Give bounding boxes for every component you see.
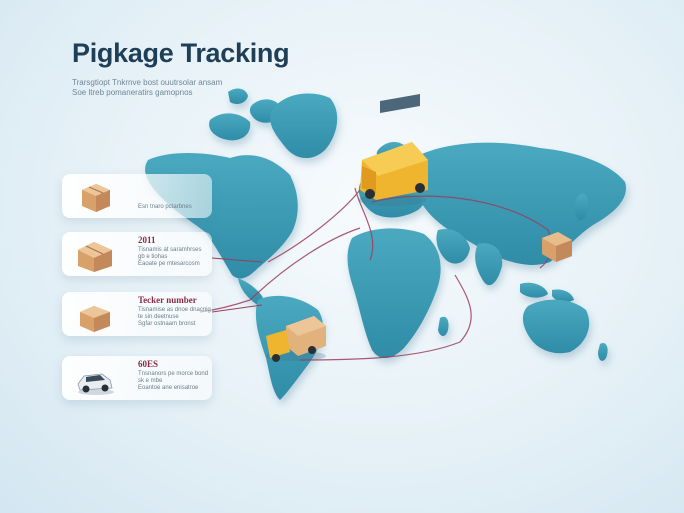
package-icon — [82, 184, 110, 212]
card-heading: 60ES — [138, 359, 159, 369]
card-text: sk e mbe — [138, 378, 163, 384]
card-connectors — [211, 257, 263, 313]
card-text: te sin deetnuse — [138, 314, 179, 320]
route-lines — [199, 187, 552, 361]
route-line — [299, 274, 472, 361]
card-text: Esn tnaro pctarbnes — [138, 204, 192, 210]
tracking-card[interactable]: Tecker number Tisnamise as dnoe dnacnig … — [62, 292, 212, 336]
package-icon — [542, 232, 572, 262]
tracking-card[interactable]: 60ES Tnsnanors pe morce bond sk e mbe Eo… — [62, 356, 212, 400]
card-text: gb e tiohas — [138, 254, 168, 260]
tracking-card[interactable]: 2011 Tisnamis at saramhrses gb e tiohas … — [62, 232, 212, 276]
subtitle-line: Trarsgtiopt Tnkrnve bost ouutrsolar ansa… — [72, 78, 223, 87]
route-line — [267, 189, 361, 263]
greenland — [270, 93, 338, 159]
package-icon — [78, 242, 112, 272]
card-heading: 2011 — [138, 235, 156, 245]
card-text: Tisnamis at saramhrses — [138, 247, 202, 253]
card-text: Sgfar ostnaam bronst — [138, 321, 196, 327]
card-text: Eaoate pe mtesarcosm — [138, 261, 200, 267]
africa — [347, 228, 441, 359]
package-icon — [80, 306, 110, 332]
subtitle-line: Soe ltreb pomaneratirs gamopnos — [72, 88, 193, 97]
central-america — [238, 278, 264, 306]
cargo-truck-icon — [266, 316, 326, 362]
route-line — [354, 187, 374, 261]
australia — [522, 299, 590, 354]
page-title: Pigkage Tracking — [72, 38, 290, 68]
asia — [407, 142, 626, 265]
arctic-islands — [209, 113, 251, 141]
card-text: Eoantoe ane enisatroe — [138, 385, 199, 391]
card-text: Tisnamise as dnoe dnacnig — [138, 307, 211, 313]
card-text: Tnsnanors pe morce bond — [138, 371, 209, 377]
subtitle: Trarsgtiopt Tnkrnve bost ouutrsolar ansa… — [72, 78, 262, 98]
car-icon — [77, 373, 114, 395]
route-line — [199, 227, 361, 313]
card-heading: Tecker number — [138, 295, 197, 305]
delivery-van-icon — [358, 93, 428, 206]
tracking-card[interactable]: Esn tnaro pctarbnes — [62, 174, 212, 218]
